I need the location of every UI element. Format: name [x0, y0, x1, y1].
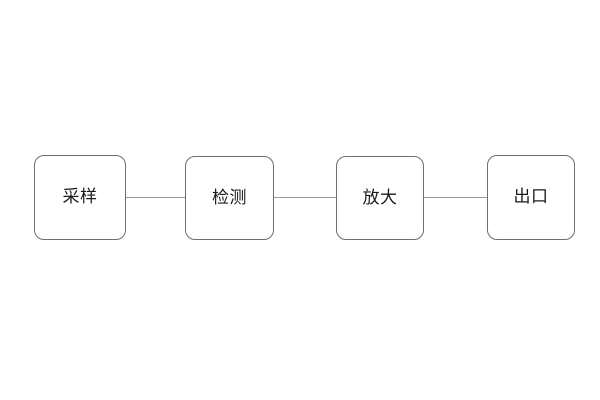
node-amplification[interactable]: 放大: [336, 156, 424, 240]
node-output[interactable]: 出口: [487, 155, 575, 240]
edge-amplification-output: [424, 197, 487, 198]
node-sampling[interactable]: 采样: [34, 155, 126, 240]
node-detection-label: 检测: [212, 187, 247, 208]
node-amplification-label: 放大: [362, 187, 398, 208]
edge-sampling-detection: [126, 197, 185, 198]
node-sampling-label: 采样: [62, 187, 98, 207]
node-output-label: 出口: [513, 187, 549, 207]
node-detection[interactable]: 检测: [185, 156, 274, 240]
edge-detection-amplification: [274, 197, 336, 198]
